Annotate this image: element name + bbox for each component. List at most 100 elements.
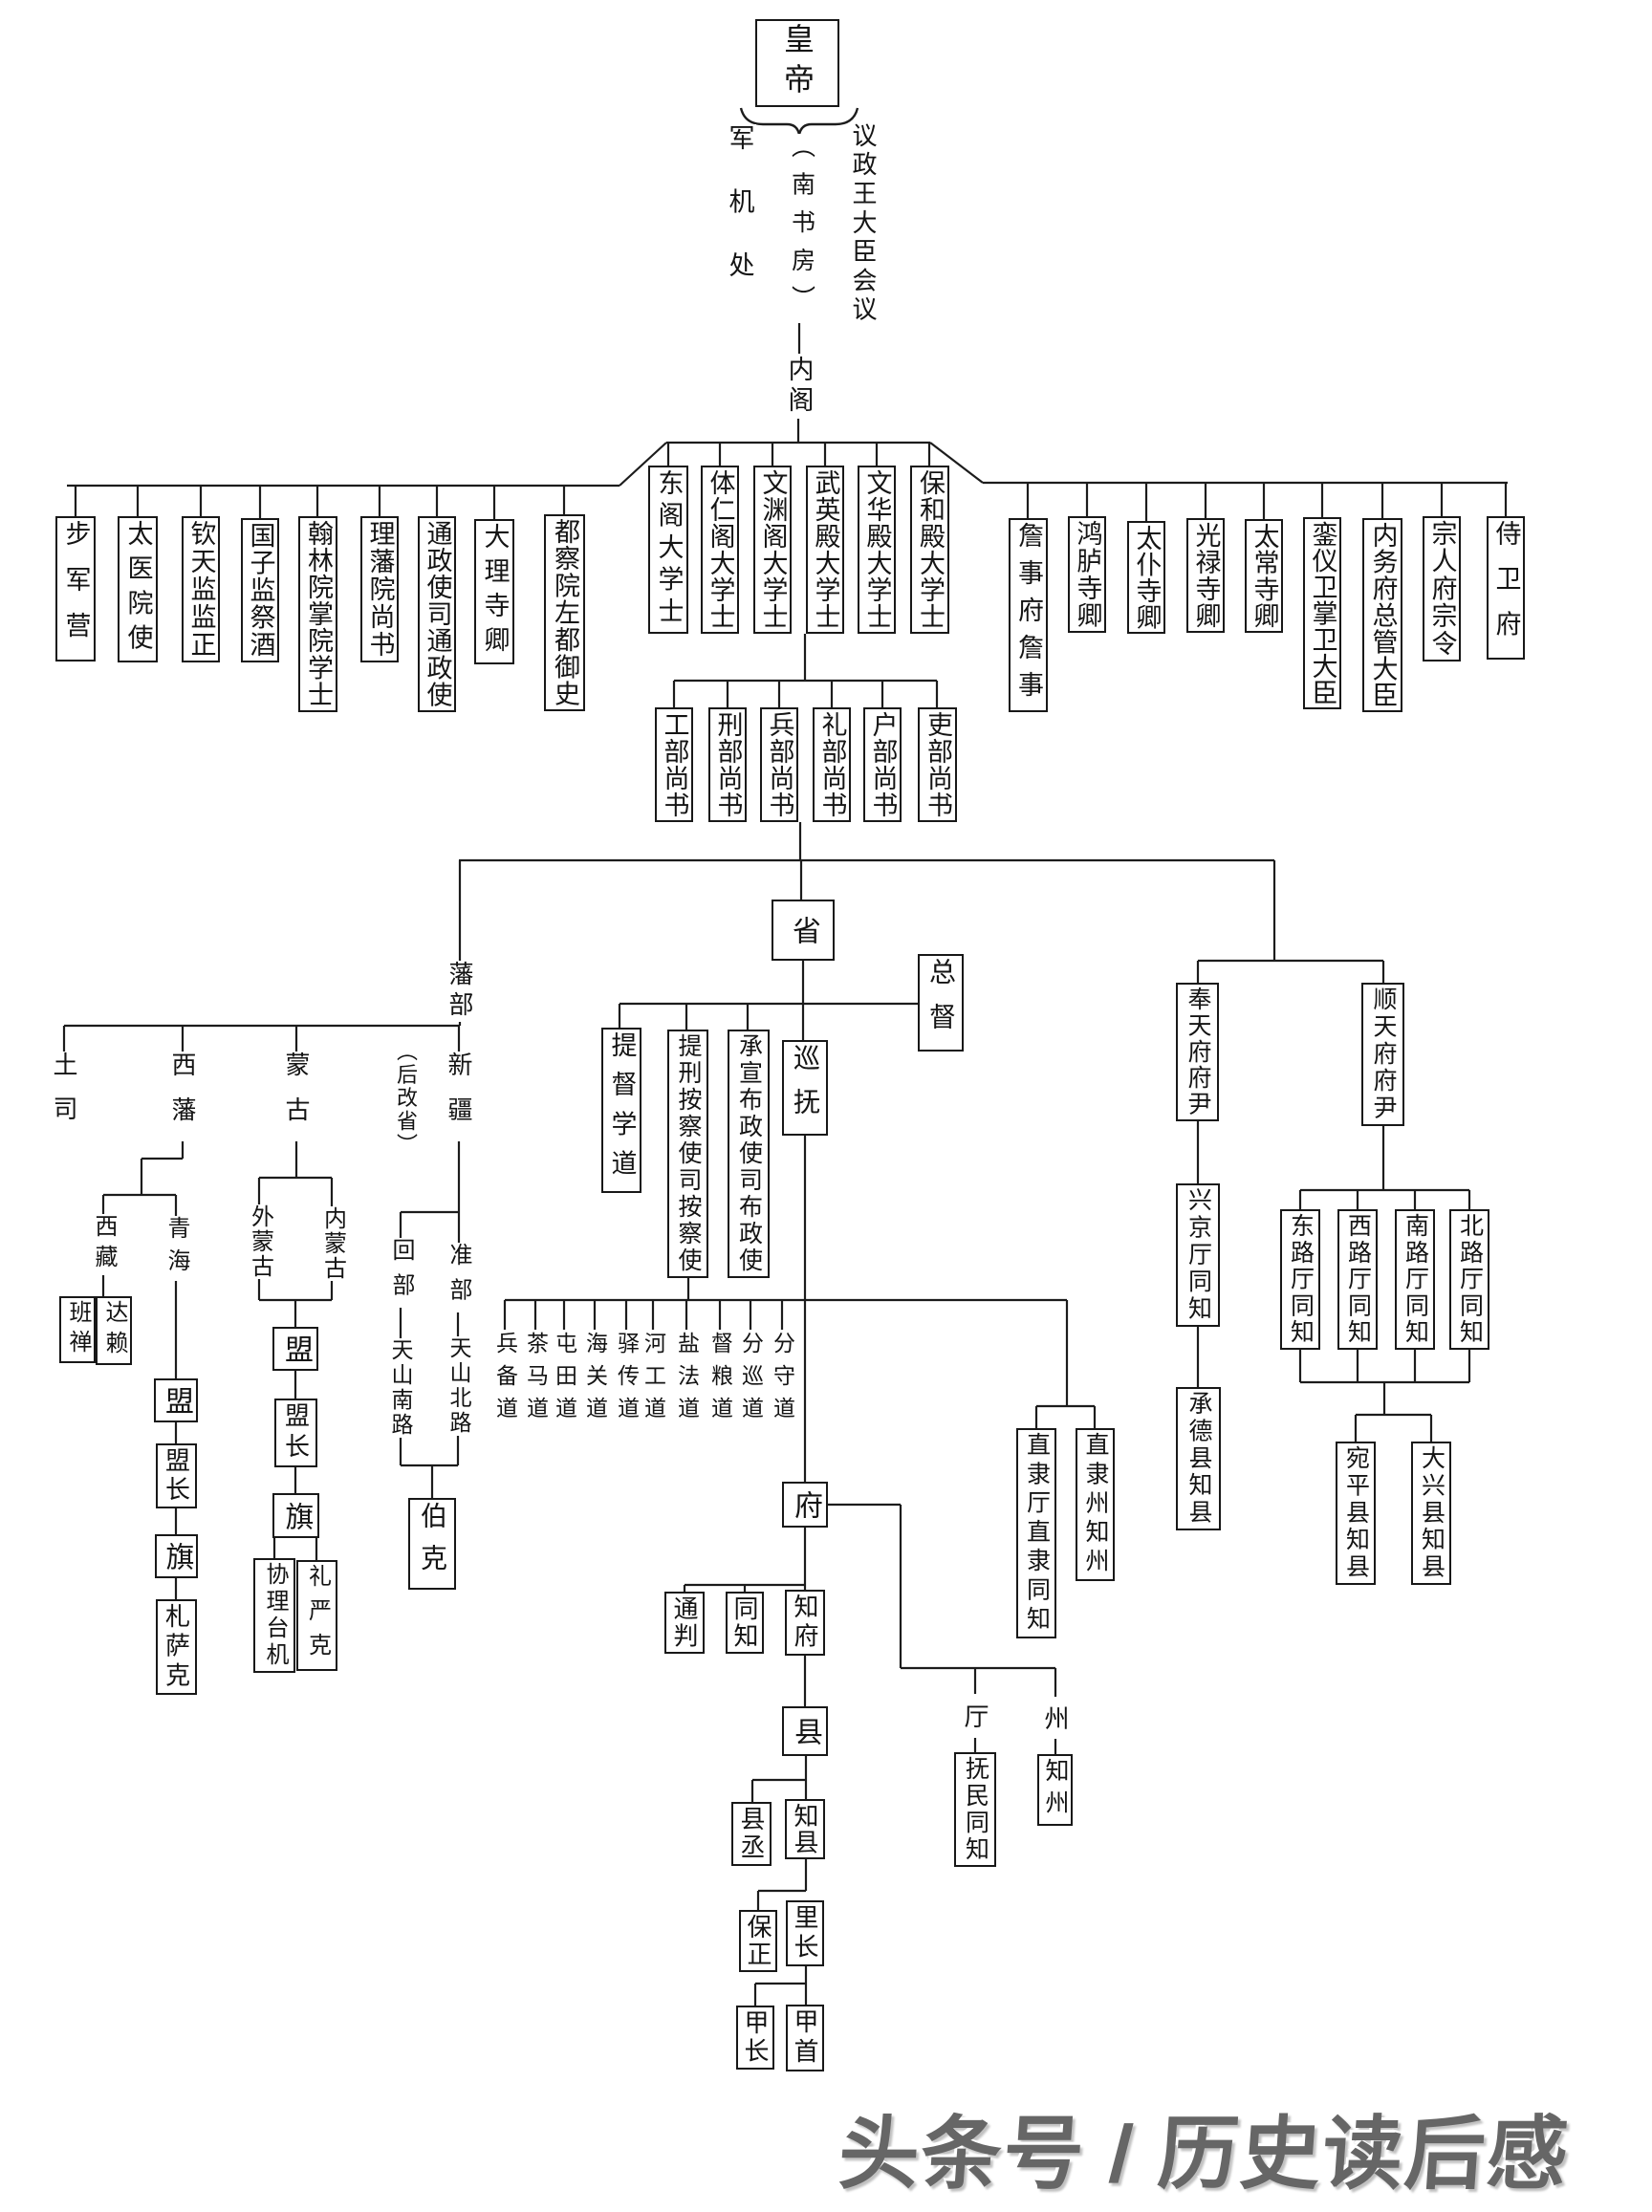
- node-label: 军机处: [725, 123, 754, 316]
- node-haiguan-dao: 海关道: [582, 1332, 608, 1429]
- node-label: 藩部: [446, 961, 474, 1022]
- node-label: 皇帝: [780, 23, 815, 103]
- watermark: 头条号 / 历史读后感: [836, 2109, 1573, 2199]
- node-label: 土司: [50, 1052, 78, 1139]
- node-fenxun-dao: 分巡道: [739, 1332, 764, 1429]
- node-label: 承德县知县: [1185, 1391, 1212, 1527]
- node-zhiliting-zhili-tongzhi: 直隶厅直隶同知: [1016, 1428, 1056, 1638]
- node-donglu-ting-tongzhi: 东路厅同知: [1280, 1209, 1320, 1350]
- node-baozheng: 保正: [739, 1910, 777, 1972]
- node-label: 吏部尚书: [924, 711, 952, 818]
- node-nanlu-ting-tongzhi: 南路厅同知: [1395, 1209, 1435, 1350]
- node-label: 抚民同知: [962, 1756, 989, 1863]
- node-label: 太常寺卿: [1250, 522, 1279, 630]
- node-label: 盟: [280, 1334, 312, 1363]
- node-label: 协理台机: [262, 1562, 288, 1669]
- node-label: 太医院使: [123, 519, 153, 660]
- node-label: 詹事府詹事: [1014, 522, 1043, 708]
- node-qintianjian-jianzheng: 钦天监监正: [182, 516, 220, 662]
- node-label: 文华殿大学士: [862, 469, 892, 630]
- node-shiweifu: 侍卫府: [1487, 516, 1525, 660]
- node-neimenggu: 内蒙古: [319, 1206, 346, 1281]
- node-honglusi-qing: 鸿胪寺卿: [1068, 516, 1106, 633]
- node-label: 刑部尚书: [713, 711, 743, 818]
- node-label: 承宣布政使司布政使: [735, 1033, 763, 1274]
- node-label: 盟长: [162, 1447, 191, 1505]
- node-label: 国子监祭酒: [246, 522, 275, 659]
- node-label: 兵部尚书: [765, 711, 794, 818]
- node-daxingxian-zhixian: 大兴县知县: [1411, 1442, 1451, 1585]
- node-tongpan: 通判: [664, 1592, 705, 1654]
- node-label: 西藏: [91, 1214, 117, 1275]
- node-label: 奉天府府尹: [1185, 987, 1211, 1117]
- node-xiancheng: 县丞: [731, 1802, 772, 1866]
- node-label: 甲长: [741, 2009, 770, 2066]
- node-banchan: 班禅: [59, 1296, 96, 1363]
- node-xingbu-shangshu: 刑部尚书: [708, 707, 747, 822]
- node-hanlinyuan-zhangyuan-xueshi: 翰林院掌院学士: [298, 516, 337, 712]
- node-label: 通政使司通政使: [423, 520, 452, 708]
- node-label: 保和殿大学士: [916, 469, 945, 630]
- node-bujunying: 步军营: [55, 516, 96, 661]
- node-libu-shangshu-personnel: 吏部尚书: [918, 707, 957, 822]
- node-label: 巡抚: [791, 1044, 820, 1132]
- node-label: 府: [790, 1490, 821, 1519]
- node-meng-qinghai: 盟: [154, 1378, 198, 1422]
- node-chama-dao: 茶马道: [524, 1332, 549, 1429]
- node-label: 侍卫府: [1491, 520, 1521, 656]
- node-label: 提刑按察使司按察使: [675, 1033, 702, 1274]
- node-xian: 县: [782, 1706, 828, 1756]
- node-label: 督粮道: [707, 1332, 733, 1429]
- node-fenshou-dao: 分守道: [771, 1332, 795, 1429]
- node-label: 内务府总管大臣: [1368, 521, 1398, 709]
- node-label: 顺天府府尹: [1370, 987, 1397, 1122]
- node-xifan: 西藩: [168, 1052, 197, 1141]
- node-sheng: 省: [772, 900, 835, 961]
- node-zhizhou: 知州: [1037, 1754, 1073, 1826]
- node-wanpingxian-zhixian: 宛平县知县: [1336, 1442, 1376, 1585]
- node-beilu-ting-tongzhi: 北路厅同知: [1449, 1209, 1489, 1350]
- node-label: 海关道: [582, 1332, 608, 1429]
- node-tirenge-daxueshi: 体仁阁大学士: [701, 466, 739, 634]
- node-lizhang: 里长: [786, 1900, 824, 1966]
- node-qi-qinghai: 旗: [155, 1534, 198, 1578]
- node-label: 河工道: [641, 1332, 666, 1429]
- node-label: 甲首: [791, 2008, 819, 2068]
- node-label: 东路厅同知: [1287, 1213, 1315, 1346]
- node-label: 议政王大臣会议: [849, 121, 878, 326]
- node-label: 内阁: [784, 356, 814, 417]
- node-xizang: 西藏: [91, 1214, 117, 1275]
- node-bingbei-dao: 兵备道: [493, 1332, 518, 1429]
- node-yizhengwang-dachen-huiyi: 议政王大臣会议: [849, 122, 878, 325]
- node-xunfu: 巡抚: [782, 1040, 828, 1136]
- node-label: 县丞: [737, 1806, 766, 1862]
- node-label: 盐法道: [674, 1332, 700, 1429]
- node-wenyuange-daxueshi: 文渊阁大学士: [753, 466, 792, 634]
- node-ting: 厅: [961, 1694, 989, 1738]
- node-tongzhengshisi-tongzhengshi: 通政使司通政使: [418, 516, 456, 712]
- node-waimenggu: 外蒙古: [247, 1204, 273, 1279]
- node-boke: 伯克: [408, 1498, 456, 1590]
- node-label: 青海: [163, 1216, 189, 1281]
- node-zhanshifu-zhanshi: 詹事府詹事: [1009, 518, 1048, 712]
- node-label: 鸿胪寺卿: [1073, 520, 1102, 629]
- node-label: 体仁阁大学士: [706, 469, 735, 630]
- node-label: 东阁大学士: [654, 469, 684, 630]
- node-shuntianfu-fuyin: 顺天府府尹: [1361, 983, 1404, 1126]
- node-label: 武英殿大学士: [811, 469, 840, 630]
- node-zhou: 州: [1041, 1697, 1070, 1739]
- node-taichangsi-qing: 太常寺卿: [1245, 519, 1283, 633]
- node-label: （南书房）: [788, 134, 815, 323]
- node-label: 兴京厅同知: [1185, 1187, 1212, 1323]
- node-taiyiyuan-shi: 太医院使: [118, 516, 158, 662]
- node-qinghai: 青海: [163, 1216, 189, 1281]
- node-liyanke: 礼严克: [296, 1560, 337, 1671]
- node-label: 州: [1041, 1705, 1070, 1730]
- node-label: 驿传道: [614, 1332, 640, 1429]
- node-zongdu: 总督: [918, 954, 964, 1052]
- connector-line: [929, 442, 984, 484]
- node-emperor: 皇帝: [755, 19, 839, 107]
- node-zhifu: 知府: [785, 1590, 825, 1656]
- node-label: 钦天监监正: [186, 520, 216, 659]
- node-label: 太仆寺卿: [1132, 525, 1162, 630]
